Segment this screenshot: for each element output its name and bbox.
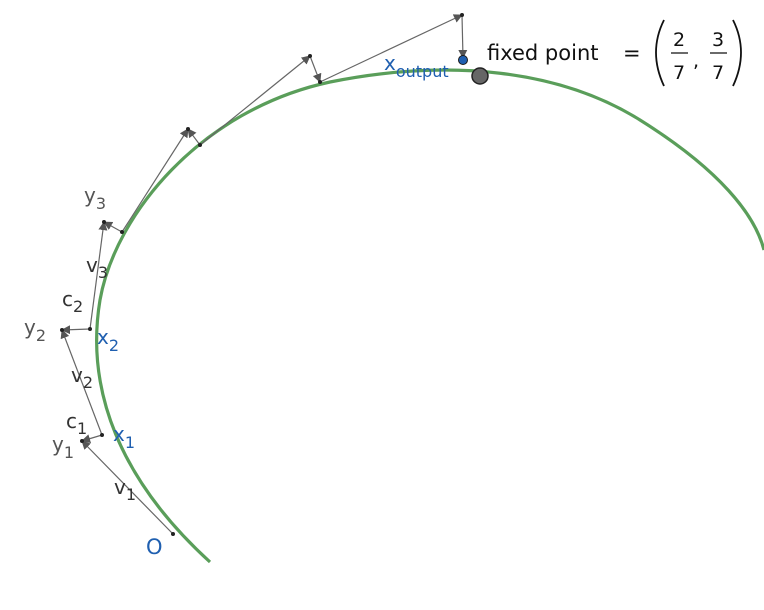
v5-arrow bbox=[199, 55, 311, 146]
label-v3: v3 bbox=[86, 253, 108, 282]
fixed-point-marker[interactable] bbox=[471, 67, 489, 85]
label-y1: y1 bbox=[52, 432, 74, 462]
c3-arrow bbox=[103, 221, 123, 233]
frac-y-num: 3 bbox=[712, 29, 724, 51]
iteration-arrows bbox=[60, 14, 468, 535]
label-c2: c2 bbox=[62, 287, 83, 316]
left-paren bbox=[655, 19, 665, 87]
label-c1: c1 bbox=[66, 409, 87, 438]
c6-arrow bbox=[458, 14, 468, 59]
fixed-point-formula: fixed point = 2 7 , 3 7 bbox=[487, 19, 742, 87]
v2-arrow bbox=[60, 329, 103, 436]
x-output-point[interactable] bbox=[458, 55, 468, 65]
frac-x-num: 2 bbox=[673, 29, 685, 51]
v4-arrow bbox=[121, 128, 189, 233]
frac-y-den: 7 bbox=[712, 62, 724, 84]
v1-arrow bbox=[81, 440, 174, 535]
label-origin: O bbox=[146, 535, 163, 559]
label-v1: v1 bbox=[114, 475, 136, 504]
v6-arrow bbox=[319, 14, 463, 83]
label-y2: y2 bbox=[24, 315, 46, 345]
right-paren bbox=[732, 19, 742, 87]
frac-x-den: 7 bbox=[673, 62, 685, 84]
fixed-point-text: fixed point bbox=[487, 41, 599, 65]
label-y3: y3 bbox=[84, 183, 106, 213]
c1-arrow bbox=[81, 434, 103, 443]
step-points bbox=[60, 13, 464, 536]
c2-arrow bbox=[61, 325, 91, 335]
label-x1: x1 bbox=[113, 422, 135, 452]
label-v2: v2 bbox=[71, 363, 93, 392]
label-x2: x2 bbox=[97, 325, 119, 355]
fixed-point-equals: = bbox=[623, 41, 641, 65]
label-x-output: xoutput bbox=[384, 51, 449, 81]
v3-arrow bbox=[89, 221, 108, 330]
c4-arrow bbox=[187, 128, 201, 146]
c5-arrow bbox=[309, 55, 322, 83]
circle-curve bbox=[95, 68, 764, 564]
frac-comma: , bbox=[693, 50, 699, 72]
